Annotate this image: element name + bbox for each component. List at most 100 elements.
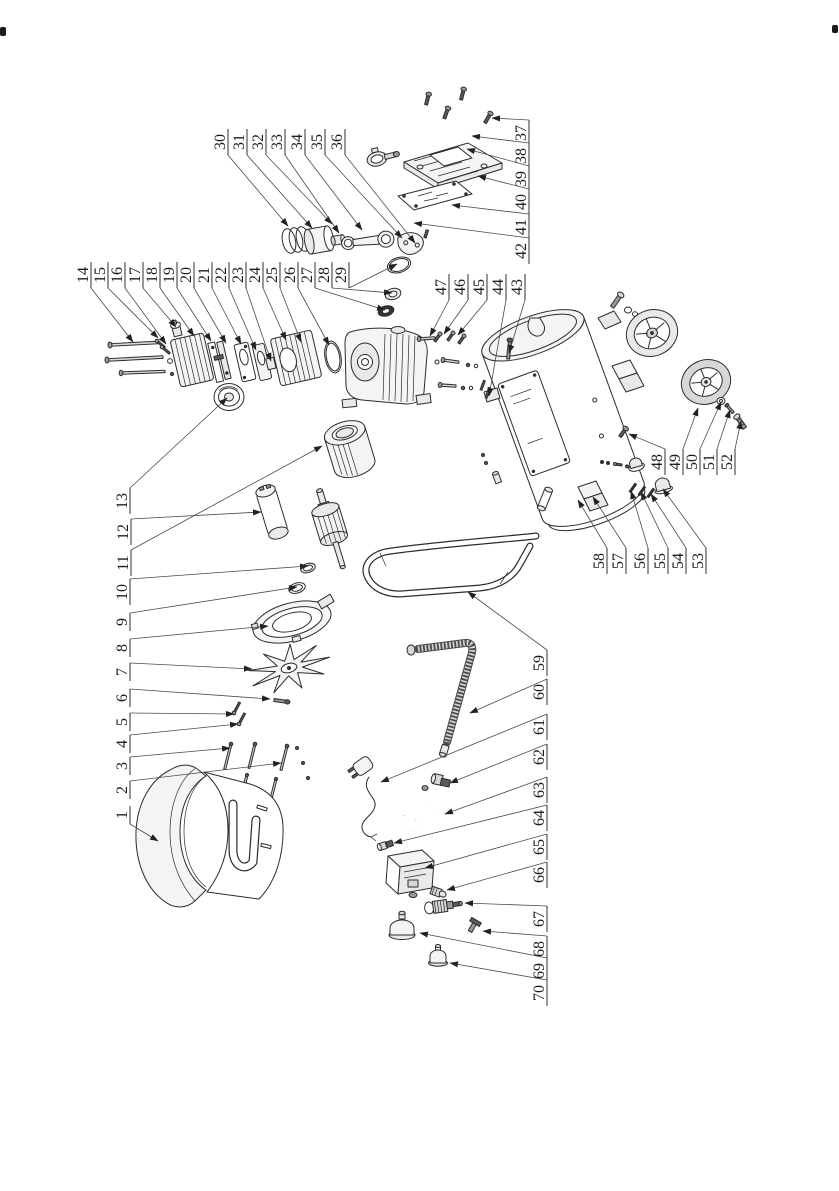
svg-text:58: 58 — [591, 553, 608, 569]
svg-text:51: 51 — [701, 454, 718, 470]
svg-text:43: 43 — [509, 279, 526, 295]
svg-text:3: 3 — [114, 762, 131, 770]
svg-text:52: 52 — [719, 454, 736, 470]
handle-tube — [362, 532, 540, 598]
crankcase — [341, 326, 432, 409]
head-gasket-small — [233, 341, 257, 383]
label-67: 67 — [464, 900, 548, 932]
svg-text:46: 46 — [452, 279, 469, 295]
svg-text:10: 10 — [114, 584, 131, 600]
svg-text:28: 28 — [316, 267, 333, 283]
label-43: 43 — [508, 274, 526, 354]
svg-text:29: 29 — [333, 267, 350, 283]
connecting-rod — [341, 230, 395, 251]
label-23: 23 — [230, 262, 272, 362]
label-64: 64 — [393, 804, 548, 845]
svg-text:2: 2 — [114, 786, 131, 794]
label-6: 6 — [114, 688, 271, 707]
wheel — [680, 359, 732, 405]
reducer-fitting — [429, 885, 447, 898]
fan-shroud — [250, 593, 335, 644]
label-57: 57 — [592, 496, 627, 574]
label-70: 70 — [449, 961, 548, 1006]
svg-text:18: 18 — [144, 267, 161, 283]
svg-text:59: 59 — [531, 655, 548, 671]
label-39: 39 — [466, 148, 530, 192]
svg-text:12: 12 — [115, 524, 132, 540]
label-4: 4 — [114, 721, 239, 753]
label-53: 53 — [662, 488, 707, 574]
svg-text:50: 50 — [684, 454, 701, 470]
label-66: 66 — [446, 861, 548, 891]
label-55: 55 — [640, 491, 669, 574]
svg-text:45: 45 — [471, 279, 488, 295]
svg-text:21: 21 — [196, 267, 213, 283]
svg-text:70: 70 — [531, 985, 548, 1001]
control-knob — [388, 910, 416, 940]
air-filter — [366, 147, 400, 167]
label-47: 47 — [429, 274, 450, 337]
label-20: 20 — [178, 262, 227, 344]
label-46: 46 — [443, 274, 469, 335]
label-54: 54 — [650, 493, 687, 574]
fan-housing — [135, 764, 284, 908]
svg-text:67: 67 — [531, 911, 548, 927]
svg-text:40: 40 — [513, 194, 530, 210]
svg-text:6: 6 — [114, 694, 131, 702]
label-3: 3 — [114, 745, 231, 775]
label-50: 50 — [684, 401, 722, 475]
svg-text:5: 5 — [114, 718, 131, 726]
valve-screw-row — [600, 460, 623, 467]
svg-text:33: 33 — [269, 134, 286, 150]
scan-speck — [0, 27, 6, 36]
svg-text:66: 66 — [531, 867, 548, 883]
tank-bolt — [618, 425, 629, 439]
label-26: 26 — [282, 262, 330, 346]
svg-text:34: 34 — [289, 134, 306, 150]
pressure-switch — [385, 849, 435, 898]
power-cord — [347, 756, 378, 842]
head-screw-icon — [424, 86, 494, 125]
label-38: 38 — [471, 133, 530, 169]
wheel-axle-screw — [733, 413, 748, 430]
cooling-fan — [248, 643, 331, 694]
svg-text:60: 60 — [531, 684, 548, 700]
label-48: 48 — [628, 433, 666, 475]
label-61: 61 — [380, 713, 548, 783]
svg-text:25: 25 — [264, 267, 281, 283]
label-12: 12 — [115, 509, 262, 545]
bearing-ring — [384, 287, 402, 301]
svg-text:4: 4 — [114, 740, 131, 748]
label-27: 27 — [299, 262, 386, 311]
label-8: 8 — [114, 623, 269, 657]
wheel-washer — [716, 397, 726, 405]
svg-text:68: 68 — [531, 941, 548, 957]
label-52: 52 — [719, 420, 743, 475]
piston — [303, 225, 335, 255]
label-17: 17 — [127, 262, 177, 328]
svg-text:38: 38 — [513, 148, 530, 164]
rubber-foot — [654, 477, 674, 495]
label-31: 31 — [231, 129, 313, 229]
safety-valve — [424, 899, 463, 915]
svg-text:20: 20 — [178, 267, 195, 283]
label-63: 63 — [444, 776, 548, 815]
svg-text:27: 27 — [299, 267, 316, 283]
label-33: 33 — [269, 129, 340, 234]
svg-text:14: 14 — [75, 267, 92, 283]
rod-cap — [397, 229, 429, 255]
svg-text:9: 9 — [114, 618, 131, 626]
check-valve-cap — [625, 457, 645, 472]
cylinder-head — [170, 332, 214, 388]
svg-text:61: 61 — [531, 719, 548, 735]
svg-text:36: 36 — [329, 134, 346, 150]
svg-text:42: 42 — [513, 243, 530, 259]
label-60: 60 — [469, 678, 548, 714]
label-59: 59 — [467, 591, 548, 676]
label-19: 19 — [161, 262, 212, 342]
svg-text:62: 62 — [531, 749, 548, 765]
cylinder-oring — [324, 340, 342, 374]
label-28: 28 — [316, 262, 393, 296]
label-44: 44 — [487, 274, 507, 397]
label-5: 5 — [114, 710, 235, 731]
